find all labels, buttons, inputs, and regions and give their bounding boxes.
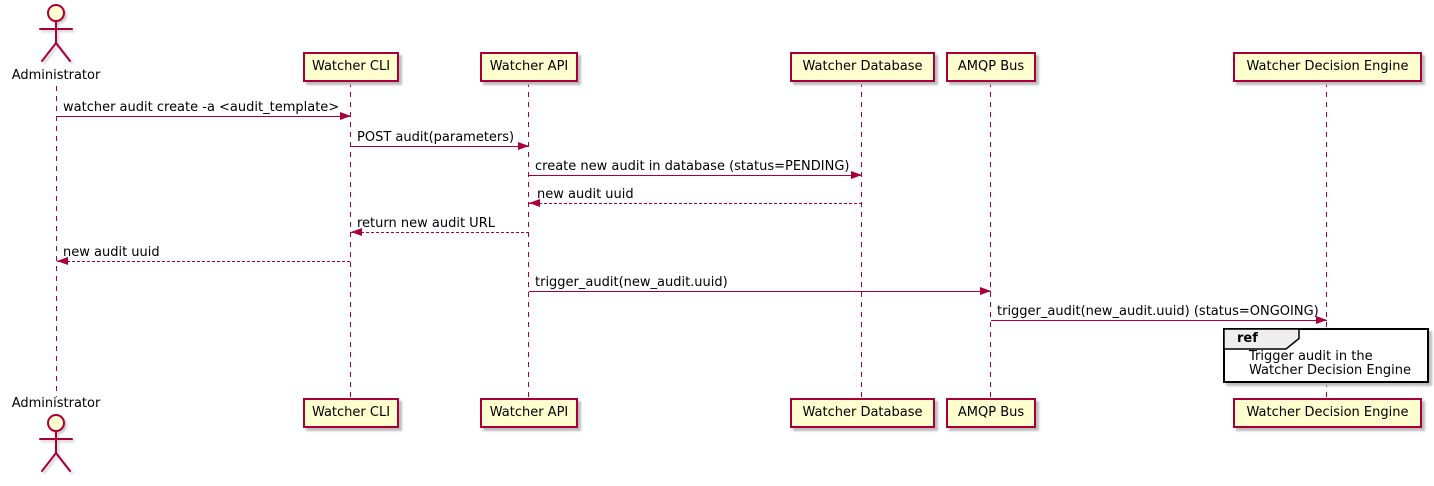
message-label: POST audit(parameters): [357, 130, 515, 145]
message-label: trigger_audit(new_audit.uuid) (status=ON…: [997, 304, 1319, 319]
participant-watcher-cli-bottom: Watcher CLI: [303, 398, 399, 428]
message-label: trigger_audit(new_audit.uuid): [535, 275, 728, 290]
lifeline-watcher-cli: [350, 82, 351, 398]
message-line: [57, 116, 351, 117]
ref-tab-shape: [1223, 328, 1300, 350]
actor-icon-top: [39, 4, 73, 62]
lifeline-administrator: [56, 86, 57, 397]
participant-amqp-bus-top: AMQP Bus: [946, 52, 1036, 82]
participant-watcher-cli-top: Watcher CLI: [303, 52, 399, 82]
message-label: new audit uuid: [537, 187, 634, 202]
actor-icon-bottom: [39, 414, 73, 472]
arrowhead-icon: [851, 171, 862, 179]
participant-watcher-database-top: Watcher Database: [790, 52, 935, 82]
arrowhead-icon: [518, 142, 529, 150]
ref-keyword: ref: [1237, 331, 1258, 346]
message-line: [529, 203, 862, 204]
arrowhead-icon: [57, 257, 68, 265]
participant-watcher-decision-engine-bottom: Watcher Decision Engine: [1233, 398, 1422, 428]
ref-text: Trigger audit in the Watcher Decision En…: [1249, 350, 1411, 378]
arrowhead-icon: [980, 287, 991, 295]
ref-text-line-2: Watcher Decision Engine: [1249, 363, 1411, 378]
message-label: new audit uuid: [63, 245, 160, 260]
message-line: [529, 291, 991, 292]
arrowhead-icon: [529, 199, 540, 207]
lifeline-watcher-decision-engine: [1326, 82, 1327, 398]
ref-text-line-1: Trigger audit in the: [1249, 349, 1373, 364]
participant-amqp-bus-bottom: AMQP Bus: [946, 398, 1036, 428]
message-line: [529, 175, 862, 176]
message-line: [351, 232, 529, 233]
message-label: return new audit URL: [357, 216, 495, 231]
arrowhead-icon: [1316, 316, 1327, 324]
arrowhead-icon: [351, 228, 362, 236]
actor-label-bottom: Administrator: [11, 396, 101, 411]
message-line: [351, 146, 529, 147]
ref-fragment: ref Trigger audit in the Watcher Decisio…: [1223, 328, 1429, 383]
arrowhead-icon: [340, 112, 351, 120]
participant-watcher-api-top: Watcher API: [480, 52, 578, 82]
lifeline-amqp-bus: [990, 82, 991, 398]
lifeline-watcher-database: [861, 82, 862, 398]
message-label: watcher audit create -a <audit_template>: [63, 100, 340, 115]
lifeline-watcher-api: [528, 82, 529, 398]
participant-watcher-api-bottom: Watcher API: [480, 398, 578, 428]
actor-label-top: Administrator: [11, 68, 101, 83]
message-line: [991, 320, 1327, 321]
message-label: create new audit in database (status=PEN…: [535, 159, 850, 174]
participant-watcher-decision-engine-top: Watcher Decision Engine: [1233, 52, 1422, 82]
participant-watcher-database-bottom: Watcher Database: [790, 398, 935, 428]
message-line: [57, 261, 351, 262]
